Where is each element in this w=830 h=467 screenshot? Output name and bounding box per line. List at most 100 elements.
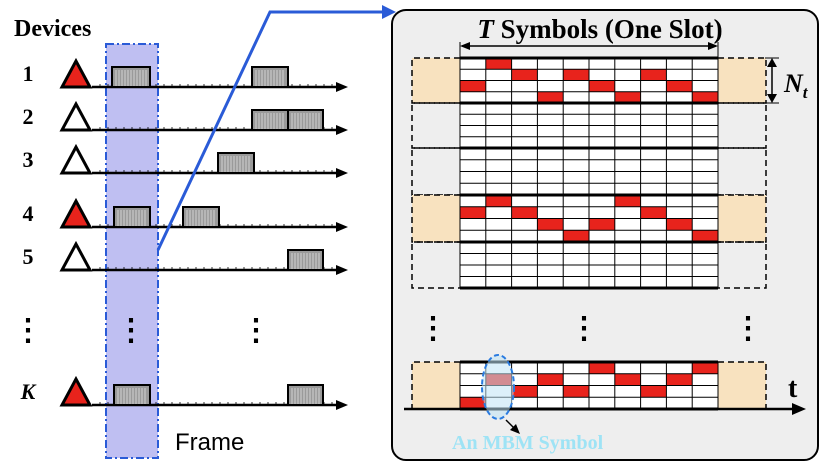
nt-annotation (765, 57, 779, 104)
transmission-pulse (287, 384, 324, 406)
device-row: 1 (23, 57, 348, 92)
timeline-arrow (336, 168, 348, 178)
mbm-pointer-arrow (510, 424, 520, 434)
ellipsis-timeline: ⋮ (241, 314, 271, 347)
active-antenna-cell (666, 373, 693, 386)
slot (411, 101, 767, 150)
device-row: 5 (23, 240, 348, 275)
active-antenna-cell (614, 373, 641, 386)
device-label: 3 (23, 147, 34, 172)
transmission-pulse (113, 384, 151, 406)
transmission-pulse (182, 206, 220, 228)
device-label: 2 (23, 104, 34, 129)
slot (411, 240, 767, 290)
ellipsis-slot-center: ⋮ (569, 312, 599, 345)
left-ellipses: ⋮ ⋮ ⋮ (13, 314, 271, 347)
inactive-device-icon (59, 240, 93, 272)
slot (411, 146, 767, 197)
slot (411, 360, 767, 411)
active-antenna-cell (460, 80, 486, 92)
active-antenna-cell (563, 230, 589, 242)
guard-outline (411, 194, 460, 243)
active-antenna-cell (692, 230, 718, 242)
active-antenna-cell (485, 58, 512, 70)
nt-label: Nt (783, 69, 809, 102)
device-label: 1 (23, 61, 34, 86)
active-antenna-cell (589, 80, 615, 92)
guard-outline (411, 361, 460, 410)
guard-outline (718, 102, 767, 149)
slot-width-arrow (459, 42, 719, 58)
active-antenna-cell (614, 91, 641, 103)
slot-title-t: T (477, 14, 495, 44)
device-row: 4 (23, 197, 348, 232)
nt-label-main: N (783, 69, 804, 98)
transmission-pulse (251, 66, 289, 88)
active-antenna-cell (692, 362, 718, 374)
active-device-icon (59, 57, 93, 89)
active-antenna-cell (511, 385, 538, 398)
device-rows: 1 2 3 4 5K (20, 57, 348, 410)
active-antenna-cell (666, 218, 693, 231)
active-antenna-cell (563, 385, 589, 398)
active-antenna-cell (511, 69, 538, 81)
active-antenna-cell (640, 206, 667, 219)
guard-interval-right (718, 195, 766, 242)
time-axis-label: t (788, 373, 798, 404)
inactive-device-icon (59, 143, 93, 175)
mbm-label: An MBM Symbol (452, 432, 604, 454)
inactive-device-icon (59, 100, 93, 132)
slot-title: T Symbols (One Slot) (477, 14, 722, 44)
guard-outline (718, 194, 767, 243)
guard-interval-left (412, 362, 460, 409)
guard-interval-right (718, 58, 766, 103)
active-antenna-cell (511, 206, 538, 219)
guard-outline (718, 361, 767, 410)
active-antenna-cell (666, 80, 693, 92)
timeline-arrow (336, 125, 348, 135)
guard-interval-left (412, 58, 460, 103)
timeline-arrow (336, 400, 348, 410)
active-antenna-cell (563, 69, 589, 81)
guard-outline (411, 241, 460, 289)
timeline-arrow (336, 82, 348, 92)
active-antenna-cell (614, 195, 641, 207)
transmission-pulse (111, 66, 151, 88)
device-row: 2 (23, 100, 348, 135)
slot-title-rest: Symbols (One Slot) (494, 14, 723, 44)
guard-interval-left (412, 195, 460, 242)
device-row: K (20, 375, 348, 410)
active-device-icon (59, 197, 93, 229)
device-label: K (20, 379, 37, 404)
transmission-pulse (251, 109, 289, 131)
time-axis (404, 403, 806, 415)
transmission-pulse (287, 109, 324, 131)
active-antenna-cell (485, 195, 512, 207)
device-label: 4 (23, 201, 34, 226)
active-antenna-cell (692, 91, 718, 103)
guard-outline (718, 57, 767, 104)
slot (411, 56, 767, 105)
timeline-arrow (336, 222, 348, 232)
ellipsis-frame: ⋮ (116, 314, 146, 347)
transmission-pulse (217, 152, 255, 174)
guard-outline (411, 57, 460, 104)
guard-outline (718, 147, 767, 196)
active-antenna-cell (640, 385, 667, 398)
guard-interval-right (718, 362, 766, 409)
active-antenna-cell (640, 69, 667, 81)
frame-label: Frame (175, 429, 244, 456)
transmission-pulse (113, 206, 151, 228)
active-antenna-cell (537, 373, 564, 386)
mbm-symbol-highlight (481, 354, 515, 420)
zoom-arrow-head (382, 5, 396, 19)
right-ellipses: ⋮ ⋮ ⋮ (418, 312, 763, 345)
guard-outline (411, 147, 460, 196)
active-antenna-cell (589, 362, 615, 374)
ellipsis-left-guard: ⋮ (418, 312, 448, 345)
nt-label-sub: t (803, 83, 809, 102)
active-antenna-cell (537, 91, 564, 103)
guard-outline (718, 241, 767, 289)
device-row: 3 (23, 143, 348, 178)
